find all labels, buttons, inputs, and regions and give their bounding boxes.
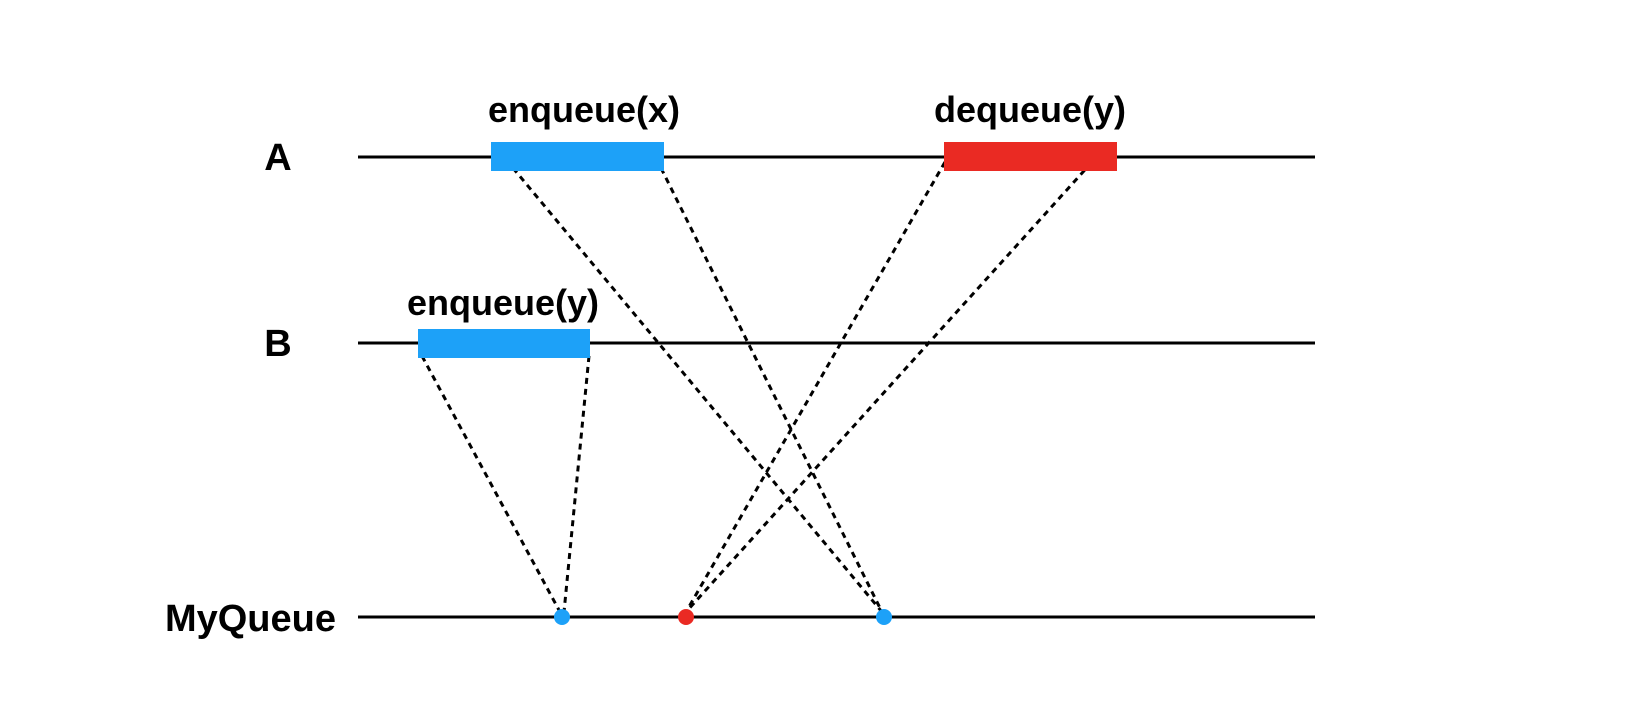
- op-bar-enqueue-x: [491, 142, 664, 171]
- linearization-point-enqueue-y: [554, 609, 570, 625]
- link-dequeue-y-end: [684, 160, 1094, 614]
- op-label-dequeue-y: dequeue(y): [934, 89, 1126, 130]
- op-bar-enqueue-y: [418, 329, 590, 358]
- link-enqueue-x-end: [659, 167, 884, 613]
- lane-label-a: A: [264, 137, 291, 179]
- lane-label-b: B: [264, 323, 291, 365]
- op-label-enqueue-y: enqueue(y): [407, 282, 599, 323]
- linearization-point-dequeue-y: [678, 609, 694, 625]
- link-enqueue-y-start: [420, 355, 562, 613]
- op-bar-dequeue-y: [944, 142, 1117, 171]
- link-enqueue-y-end: [562, 355, 591, 613]
- link-dequeue-y-start: [684, 161, 947, 613]
- lane-label-myqueue: MyQueue: [165, 598, 336, 640]
- link-enqueue-x-start: [511, 167, 884, 613]
- linearization-point-enqueue-x: [876, 609, 892, 625]
- op-label-enqueue-x: enqueue(x): [488, 89, 680, 130]
